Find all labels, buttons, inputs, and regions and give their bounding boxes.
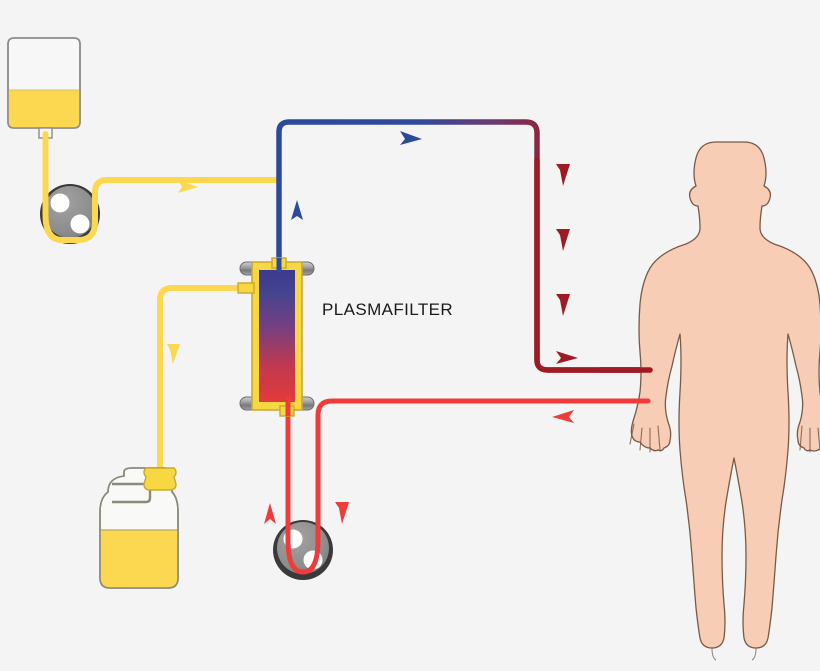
arrow-red-down-icon <box>335 502 349 524</box>
arrow-red-up-icon <box>264 503 276 524</box>
arrow-red-left-icon <box>552 410 574 423</box>
arrow-yellow-right-icon <box>178 180 198 193</box>
venous-draw-line <box>276 119 651 373</box>
plasmafilter-cartridge[interactable] <box>237 257 315 417</box>
waste-collection-jug <box>99 467 179 589</box>
arrow-darkred-down-2-icon <box>556 229 570 251</box>
flow-arrows <box>167 131 578 524</box>
plasma-waste-line <box>157 285 249 473</box>
arrow-darkred-right-icon <box>556 351 578 364</box>
arrow-blue-right-icon <box>400 131 422 145</box>
pump-tube-overlay <box>42 177 98 243</box>
patient-silhouette <box>629 141 820 661</box>
replacement-fluid-pump[interactable] <box>40 184 100 244</box>
arrow-yellow-down-icon <box>167 344 180 364</box>
arrow-darkred-down-3-icon <box>556 294 570 316</box>
replacement-fluid-bag <box>7 37 81 139</box>
arrow-darkred-down-1-icon <box>556 164 570 186</box>
arrow-blue-up-icon <box>291 200 303 220</box>
blood-return-line <box>315 398 646 523</box>
plasma-pump-tube-overlay <box>285 517 321 575</box>
plasmafilter-label: PLASMAFILTER <box>322 300 454 319</box>
